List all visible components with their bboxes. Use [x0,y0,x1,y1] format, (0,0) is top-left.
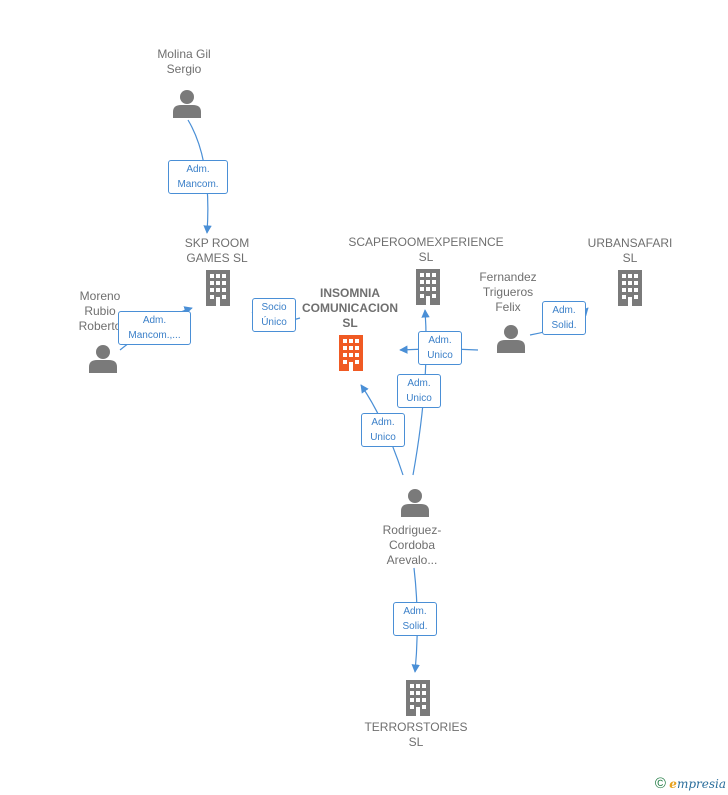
edge-label-molina-skp: Adm. Mancom. [168,160,228,194]
edge-label-fernandez-insomnia: Adm. Unico [418,331,462,365]
person-icon[interactable] [89,345,117,373]
building-icon[interactable] [206,270,230,306]
node-terrorstories[interactable]: TERRORSTORIES SL [356,720,476,750]
edge-label-moreno-skp: Adm. Mancom.,... [118,311,191,345]
node-scaperoomexperience[interactable]: SCAPEROOMEXPERIENCE SL [346,235,506,265]
node-label: Molina Gil Sergio [157,47,211,76]
node-label: Fernandez Trigueros Felix [479,270,537,314]
brand-logo: empresia [669,777,726,791]
building-icon[interactable] [618,270,642,306]
node-label: Rodriguez- Cordoba Arevalo... [382,523,442,567]
node-urbansafari[interactable]: URBANSAFARI SL [580,236,680,266]
node-label: TERRORSTORIES SL [364,720,468,749]
node-label: Moreno Rubio Roberto [78,289,122,333]
copyright-icon: © [654,775,666,792]
node-moreno-rubio-roberto[interactable]: Moreno Rubio Roberto [60,289,140,334]
node-insomnia-comunicacion[interactable]: INSOMNIA COMUNICACION SL [290,286,410,331]
node-label: SKP ROOM GAMES SL [184,236,250,265]
edge-label-skp-insomnia: Socio Único [252,298,296,332]
node-molina-gil-sergio[interactable]: Molina Gil Sergio [134,47,234,77]
building-icon[interactable] [339,335,363,371]
building-icon[interactable] [416,269,440,305]
edge-label-rodriguez-terror: Adm. Solid. [393,602,437,636]
building-icon[interactable] [406,680,430,716]
edge-label-fernandez-urban: Adm. Solid. [542,301,586,335]
node-label: SCAPEROOMEXPERIENCE SL [348,235,504,264]
edge-label-rodriguez-scape: Adm. Unico [397,374,441,408]
node-label: INSOMNIA COMUNICACION SL [302,286,398,330]
person-icon[interactable] [497,325,525,353]
node-fernandez-trigueros-felix[interactable]: Fernandez Trigueros Felix [468,270,548,315]
node-skp-room-games[interactable]: SKP ROOM GAMES SL [167,236,267,266]
person-icon[interactable] [173,90,201,118]
person-icon[interactable] [401,489,429,517]
node-label: URBANSAFARI SL [587,236,673,265]
footer-brand[interactable]: © empresia [655,775,726,792]
node-rodriguez-cordoba-arevalo[interactable]: Rodriguez- Cordoba Arevalo... [362,523,462,568]
edge-label-rodriguez-insomnia: Adm. Unico [361,413,405,447]
